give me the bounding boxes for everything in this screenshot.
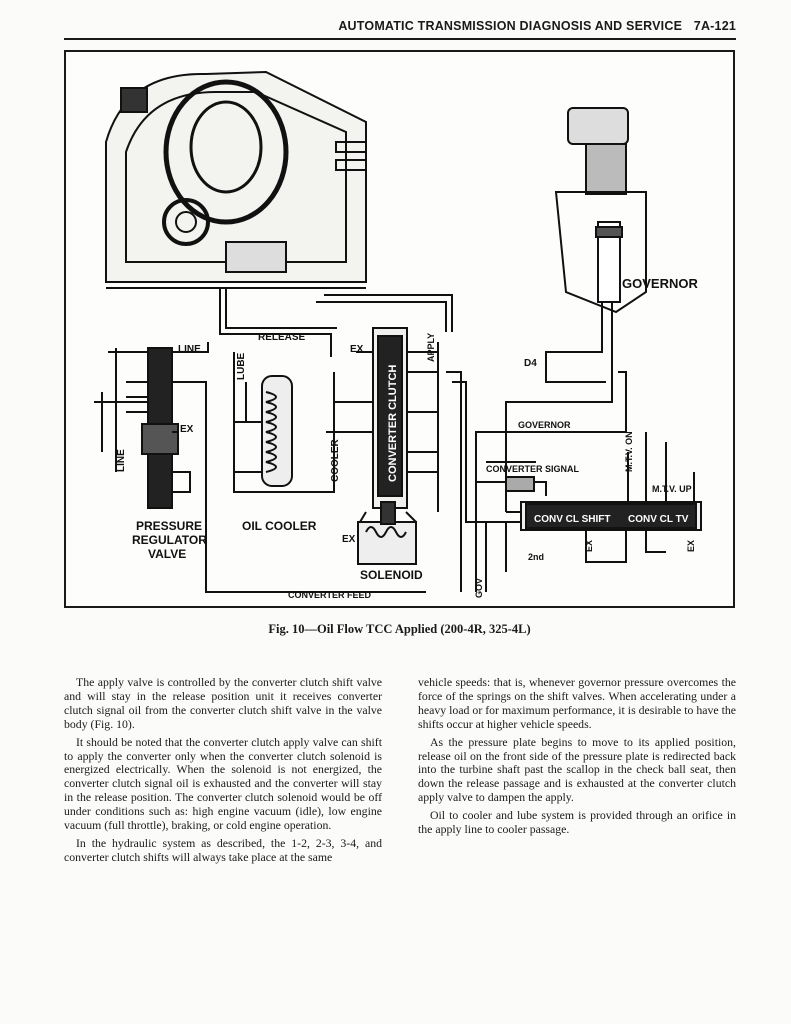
governor-line-label: GOVERNOR [518,420,571,430]
body-paragraph: vehicle speeds: that is, whenever govern… [418,675,736,731]
tv-valve-exhaust-label: EX [686,540,696,552]
body-column-right: vehicle speeds: that is, whenever govern… [418,675,736,841]
body-paragraph: Oil to cooler and lube system is provide… [418,808,736,837]
figure-caption: Fig. 10—Oil Flow TCC Applied (200-4R, 32… [268,622,531,636]
apply-valve-exhaust-label: EX [350,344,364,355]
oil-cooler-label: OIL COOLER [242,519,317,533]
solenoid-label: SOLENOID [360,568,423,582]
converter-feed-label: CONVERTER FEED [288,590,372,600]
apply-label: APPLY [426,333,436,362]
lube-label: LUBE [236,352,247,380]
shift-valve-exhaust-label: EX [584,540,594,552]
body-column-left: The apply valve is controlled by the con… [64,675,382,869]
line-label-top: LINE [178,344,201,355]
body-paragraph: The apply valve is controlled by the con… [64,675,382,731]
conv-cl-tv-label: CONV CL TV [628,514,689,525]
pressure-label: PRESSURE [136,519,202,533]
header-title: AUTOMATIC TRANSMISSION DIAGNOSIS AND SER… [338,19,683,33]
d4-label: D4 [524,358,537,369]
release-label: RELEASE [258,332,306,343]
valve-label: VALVE [148,547,186,561]
body-paragraph: As the pressure plate begins to move to … [418,734,736,805]
converter-signal-label: CONVERTER SIGNAL [486,464,580,474]
line-label-side: LINE [116,449,127,472]
regulator-exhaust-label: EX [180,424,194,435]
body-paragraph: In the hydraulic system as described, th… [64,835,382,864]
conv-cl-shift-label: CONV CL SHIFT [534,514,610,525]
page-header: AUTOMATIC TRANSMISSION DIAGNOSIS AND SER… [64,16,736,40]
page-number: 7A-121 [693,19,736,33]
cooler-label: COOLER [330,438,341,482]
mtv-on-label: M.T.V. ON [624,431,634,472]
regulator-label: REGULATOR [132,533,207,547]
body-paragraph: It should be noted that the converter cl… [64,734,382,833]
mtv-up-label: M.T.V. UP [652,484,692,494]
solenoid-exhaust-label: EX [342,534,356,545]
oil-flow-diagram: GOVERNOR RELEASE LINE EX LINE PRESSURE R… [64,50,735,608]
converter-clutch-label: CONVERTER CLUTCH [387,365,399,482]
hydraulic-schematic: GOVERNOR RELEASE LINE EX LINE PRESSURE R… [94,70,702,600]
governor-label: GOVERNOR [622,276,698,291]
second-gear-label: 2nd [528,552,544,562]
gov-label: GOV [474,578,484,598]
